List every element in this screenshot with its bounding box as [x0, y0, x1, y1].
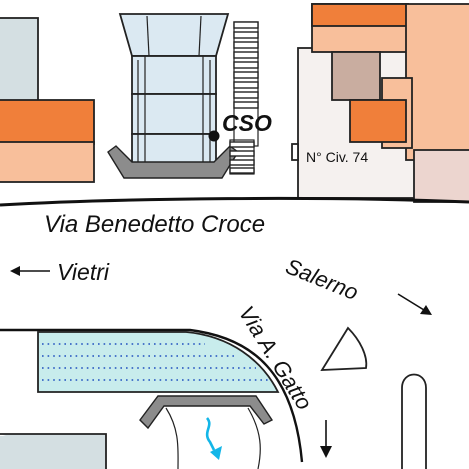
building-orange-tr	[311, 3, 409, 27]
building-salmon-tall	[405, 3, 469, 161]
cso-location-marker	[208, 130, 220, 142]
stream-arrow-head-icon	[210, 446, 222, 460]
building-salmon-left	[0, 141, 95, 183]
cso-label: CSO	[222, 110, 272, 136]
direction-label-salerno: Salerno	[282, 253, 362, 305]
water-basin	[37, 331, 280, 393]
bollard	[401, 373, 427, 469]
direction-vietri: Vietri	[10, 259, 110, 285]
building-taupe	[331, 51, 381, 101]
traffic-island	[320, 326, 368, 371]
direction-salerno: Salerno	[282, 253, 432, 315]
street-label-main: Via Benedetto Croce	[44, 211, 265, 238]
water-basin-area	[0, 328, 304, 469]
building-orange-mid	[349, 99, 407, 143]
arrow-down-right-icon	[420, 305, 432, 315]
sidewalk-kerb-lower	[0, 328, 304, 463]
arrow-down-icon	[320, 446, 332, 458]
street-kerb-top	[0, 196, 469, 207]
direction-label-vietri: Vietri	[57, 259, 110, 285]
building-block-right: N° Civ. 74	[291, 3, 469, 203]
stream-arrow	[205, 417, 216, 451]
building-grey-left	[0, 17, 39, 103]
entrance-marker	[291, 143, 299, 161]
building-pale-pink	[413, 149, 469, 203]
arrow-left-icon	[10, 266, 20, 276]
building-block-left	[0, 17, 95, 183]
building-orange-left	[0, 99, 95, 145]
glass-tower	[107, 13, 239, 179]
bench-lower	[139, 395, 274, 430]
civic-number-label: N° Civ. 74	[306, 149, 368, 165]
tower-section-2	[131, 55, 217, 95]
pedestrian-crossing	[229, 21, 259, 175]
tower-section-3	[131, 93, 217, 135]
tower-top-section	[118, 13, 230, 57]
